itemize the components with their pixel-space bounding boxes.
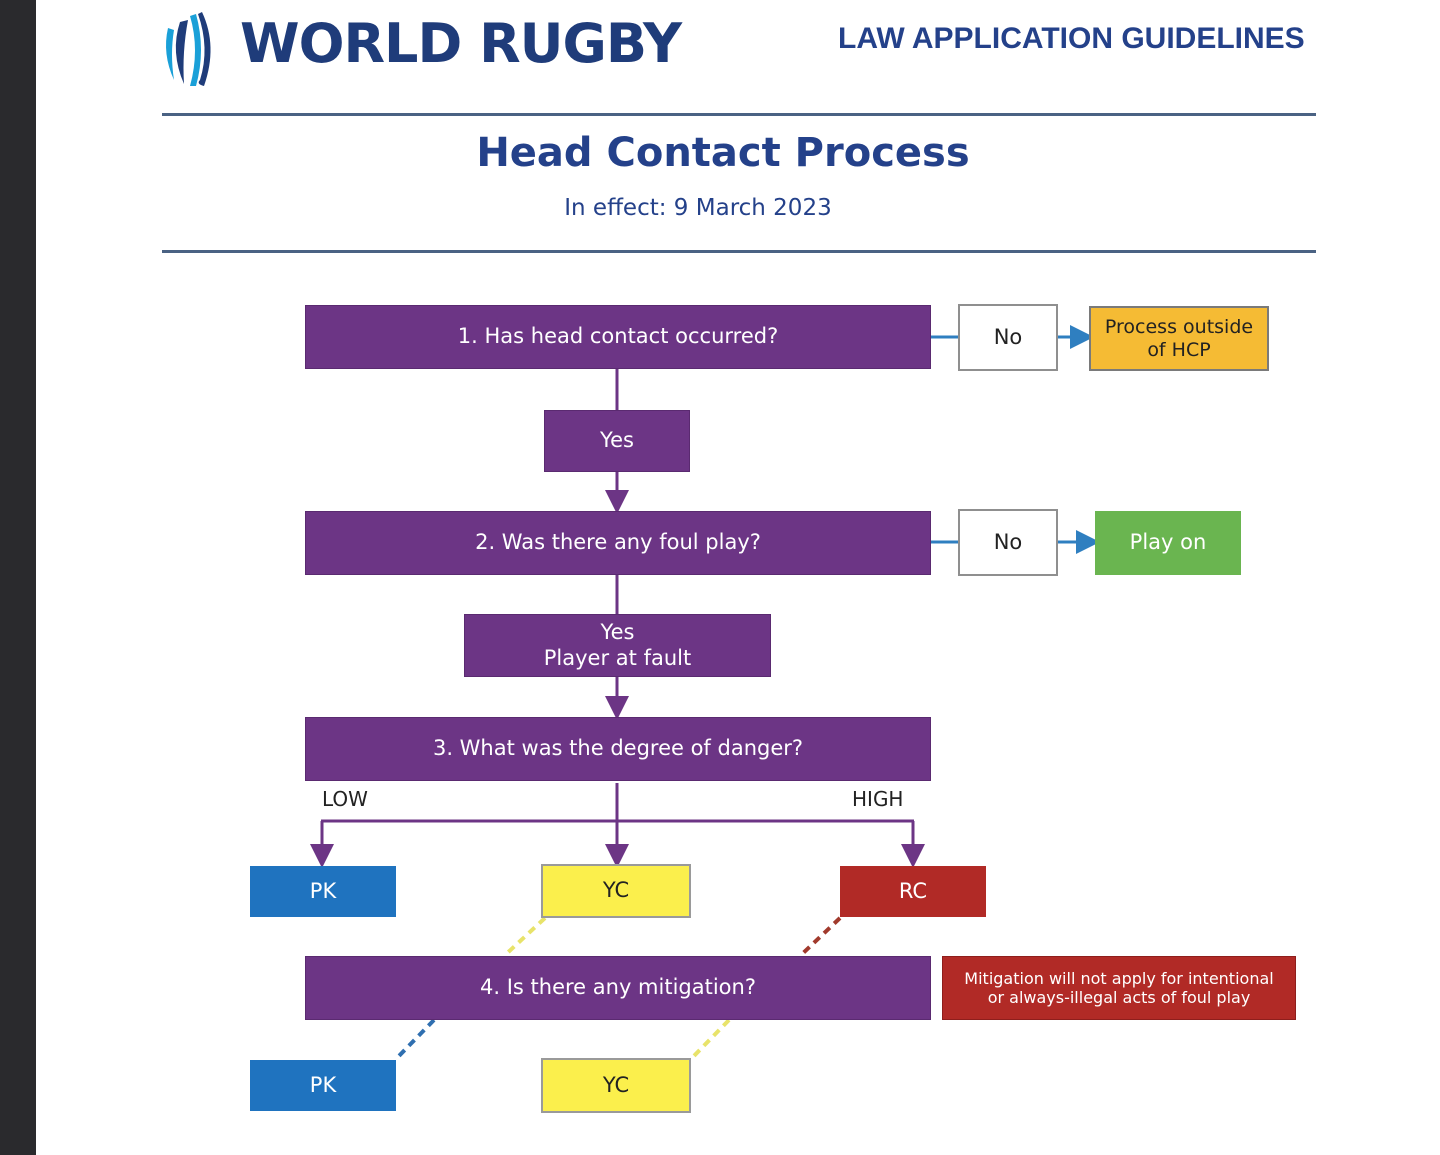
yc-label: YC — [602, 878, 630, 903]
mitigation-pk-dash — [393, 1018, 436, 1062]
question-4-box: 4. Is there any mitigation? — [305, 956, 931, 1020]
question-1-box: 1. Has head contact occurred? — [305, 305, 931, 369]
rugby-ball-logo-icon — [166, 12, 211, 86]
question-3-text: 3. What was the degree of danger? — [432, 736, 804, 761]
rc-label: RC — [898, 878, 928, 903]
mitigation-note-line-1: Mitigation will not apply for intentiona… — [964, 968, 1274, 988]
yc-mitigated-label: YC — [602, 1072, 630, 1097]
play-on-label: Play on — [1129, 530, 1207, 555]
logo-wordmark: WORLD RUGBY — [240, 12, 682, 75]
q1-no-box: No — [958, 304, 1058, 371]
outside-hcp-line-2: of HCP — [1147, 338, 1211, 361]
document-type-heading: LAW APPLICATION GUIDELINES — [838, 22, 1305, 55]
question-2-text: 2. Was there any foul play? — [475, 530, 761, 555]
question-3-box: 3. What was the degree of danger? — [305, 717, 931, 781]
q1-no-label: No — [993, 324, 1023, 349]
yc-mitigation-dash — [502, 916, 547, 958]
q1-yes-box: Yes — [544, 410, 690, 472]
outside-hcp-line-1: Process outside — [1104, 315, 1254, 338]
rc-outcome-box: RC — [840, 866, 986, 917]
pk-mitigated-box: PK — [250, 1060, 396, 1111]
pk-outcome-box: PK — [250, 866, 396, 917]
q2-yes-label: Yes — [600, 620, 635, 645]
q1-yes-label: Yes — [600, 428, 634, 453]
viewer-side-bar — [0, 0, 36, 1155]
pk-label: PK — [309, 878, 337, 903]
mitigation-note-box: Mitigation will not apply for intentiona… — [942, 956, 1296, 1020]
high-danger-label: HIGH — [852, 787, 904, 811]
danger-branch-connector — [310, 783, 925, 868]
yc-outcome-box: YC — [541, 864, 691, 918]
question-1-text: 1. Has head contact occurred? — [457, 324, 779, 349]
rc-mitigation-dash — [798, 916, 842, 958]
low-danger-label: LOW — [322, 787, 368, 811]
effective-date: In effect: 9 March 2023 — [564, 195, 832, 221]
question-4-text: 4. Is there any mitigation? — [480, 975, 756, 1000]
player-at-fault-box: Yes Player at fault — [464, 614, 771, 677]
pk-mitigated-label: PK — [309, 1072, 337, 1097]
player-at-fault-label: Player at fault — [543, 645, 692, 670]
play-on-box: Play on — [1095, 511, 1241, 575]
world-rugby-logo: WORLD RUGBY — [160, 6, 682, 88]
top-divider — [162, 113, 1316, 116]
mitigation-yc-dash — [688, 1018, 731, 1062]
header-divider — [162, 250, 1316, 253]
page-title: Head Contact Process — [476, 130, 970, 176]
q2-no-box: No — [958, 509, 1058, 576]
outside-hcp-box: Process outside of HCP — [1089, 306, 1269, 371]
yc-mitigated-box: YC — [541, 1058, 691, 1113]
q2-no-label: No — [993, 529, 1023, 554]
mitigation-note-line-2: or always-illegal acts of foul play — [987, 988, 1251, 1007]
question-2-box: 2. Was there any foul play? — [305, 511, 931, 575]
